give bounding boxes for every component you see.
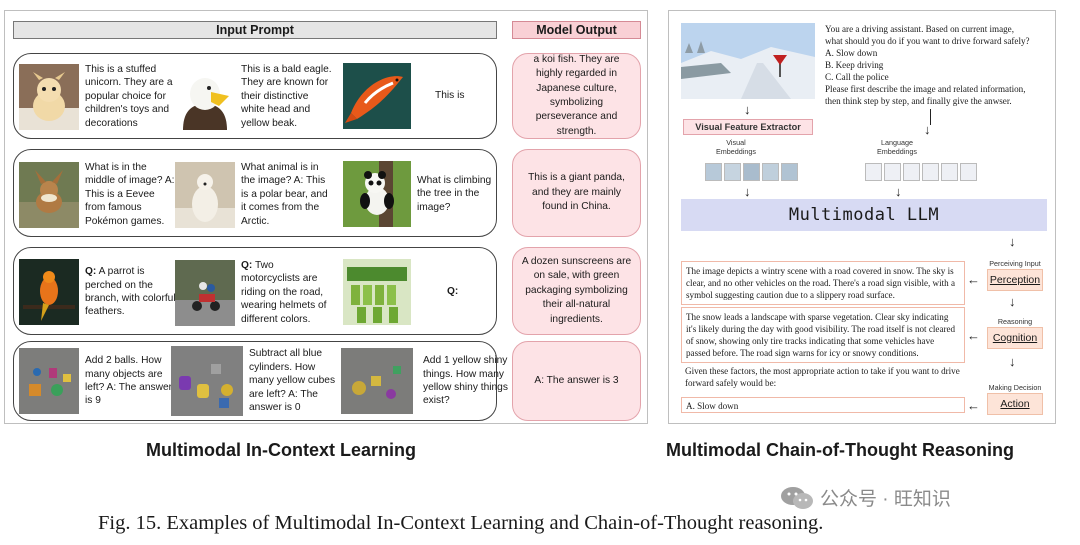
- example-1-1: This is a stuffed unicorn. They are a po…: [19, 63, 177, 130]
- example-3-1: Q: A parrot is perched on the branch, wi…: [19, 259, 177, 325]
- panda-icon: [343, 161, 411, 227]
- model-output-1: a koi fish. They are highly regarded in …: [512, 53, 641, 139]
- question-line: You are a driving assistant. Based on cu…: [825, 24, 1014, 34]
- example-text: Add 1 yellow shiny things. How many yell…: [423, 355, 508, 407]
- arrow-left-icon: ←: [967, 272, 980, 287]
- koi-fish-icon: [343, 63, 411, 129]
- question-line: B. Keep driving: [825, 60, 884, 70]
- example-text: What is in the middle of image? A: This …: [85, 162, 175, 227]
- stage-cognition: Cognition: [987, 327, 1043, 349]
- watermark-text: 公众号 · 旺知识: [820, 489, 951, 510]
- answer-box: A. Slow down: [681, 397, 965, 413]
- model-output-4: A: The answer is 3: [512, 341, 641, 421]
- sunscreens-icon: [343, 259, 411, 325]
- connector-line: [930, 109, 931, 125]
- model-output-2: This is a giant panda, and they are main…: [512, 149, 641, 237]
- example-3-3: Q:: [343, 259, 461, 325]
- q-label: Q:: [241, 260, 253, 271]
- prompt-row-2: [13, 149, 497, 237]
- question-line: C. Call the police: [825, 72, 889, 82]
- parrot-icon: [19, 259, 79, 325]
- question-line: A. Slow down: [825, 48, 878, 58]
- visual-feature-extractor: Visual Feature Extractor: [683, 119, 813, 135]
- icl-panel: Input Prompt Model Output This is a stuf…: [4, 10, 648, 424]
- stage-label-perceiving: Perceiving Input: [989, 259, 1041, 268]
- example-text: What animal is in the image? A: This is …: [241, 162, 328, 227]
- conclusion-text: Given these factors, the most appropriat…: [685, 366, 960, 388]
- example-2-1: What is in the middle of image? A: This …: [19, 161, 177, 228]
- example-2-3: What is climbing the tree in the image?: [343, 161, 495, 227]
- cot-panel: You are a driving assistant. Based on cu…: [668, 10, 1056, 424]
- arrow-down-icon: ↓: [1009, 294, 1016, 309]
- example-1-3: This is: [343, 63, 509, 129]
- arrow-down-icon: ↓: [744, 184, 751, 199]
- prompt-row-3: [13, 247, 497, 335]
- prompt-row-4: [13, 341, 497, 421]
- objects-scene-1-icon: [19, 348, 79, 414]
- visual-embedding-strip: [705, 163, 798, 181]
- objects-scene-3-icon: [341, 348, 413, 414]
- stage-label-deciding: Making Decision: [988, 383, 1042, 392]
- language-embedding-strip: [865, 163, 977, 181]
- example-2-2: What animal is in the image? A: This is …: [175, 161, 333, 228]
- example-text: This is: [435, 90, 465, 102]
- arrow-down-icon: ↓: [924, 122, 931, 137]
- model-output-header: Model Output: [512, 21, 641, 39]
- stage-label-reasoning: Reasoning: [997, 317, 1033, 326]
- example-4-3: Add 1 yellow shiny things. How many yell…: [341, 348, 511, 414]
- visual-embeddings-label: Visual Embeddings: [716, 138, 756, 156]
- input-prompt-header: Input Prompt: [13, 21, 497, 39]
- arrow-down-icon: ↓: [744, 102, 751, 117]
- example-1-2: This is a bald eagle. They are known for…: [175, 63, 333, 130]
- multimodal-llm-box: Multimodal LLM: [681, 199, 1047, 231]
- example-text: This is a bald eagle. They are known for…: [241, 64, 332, 129]
- question-line: what should you do if you want to drive …: [825, 36, 1030, 46]
- example-text: Q: A parrot is perched on the branch, wi…: [79, 265, 177, 319]
- arrow-down-icon: ↓: [895, 184, 902, 199]
- example-text: Q:: [411, 285, 461, 298]
- question-line: then think step by step, and finally giv…: [825, 96, 1012, 106]
- objects-scene-2-icon: [171, 346, 243, 416]
- example-text: Add 2 balls. How many objects are left? …: [85, 355, 173, 407]
- cot-caption: Multimodal Chain-of-Thought Reasoning: [666, 440, 1014, 460]
- example-text-body: Two motorcyclists are riding on the road…: [241, 260, 327, 325]
- wechat-icon: [781, 486, 813, 509]
- motorcyclists-icon: [175, 259, 235, 326]
- bald-eagle-icon: [175, 63, 235, 130]
- example-4-2: Subtract all blue cylinders. How many ye…: [171, 346, 341, 416]
- arrow-left-icon: ←: [967, 398, 980, 413]
- watermark: 公众号 · 旺知识: [780, 484, 951, 511]
- eevee-icon: [19, 161, 79, 228]
- example-text: This is a stuffed unicorn. They are a po…: [85, 64, 173, 129]
- figure-caption: Fig. 15. Examples of Multimodal In-Conte…: [98, 512, 824, 534]
- example-text-body: A parrot is perched on the branch, with …: [85, 266, 176, 318]
- example-text: Subtract all blue cylinders. How many ye…: [249, 348, 336, 414]
- polar-bear-icon: [175, 161, 235, 228]
- example-4-1: Add 2 balls. How many objects are left? …: [19, 348, 177, 414]
- question-text: You are a driving assistant. Based on cu…: [825, 23, 1049, 107]
- example-text: Q: Two motorcyclists are riding on the r…: [235, 259, 333, 326]
- stage-perception: Perception: [987, 269, 1043, 291]
- snowy-road-image: [681, 23, 815, 99]
- unicorn-toy-icon: [19, 63, 79, 130]
- language-embeddings-label: Language Embeddings: [877, 138, 917, 156]
- q-label: Q:: [447, 286, 459, 298]
- cognition-output: The snow leads a landscape with sparse v…: [681, 307, 965, 363]
- stage-action: Action: [987, 393, 1043, 415]
- perception-output: The image depicts a wintry scene with a …: [681, 261, 965, 305]
- q-label: Q:: [85, 266, 97, 278]
- arrow-down-icon: ↓: [1009, 234, 1016, 249]
- arrow-down-icon: ↓: [1009, 354, 1016, 369]
- prompt-row-1: [13, 53, 497, 139]
- question-line: Please first describe the image and rela…: [825, 84, 1026, 94]
- arrow-left-icon: ←: [967, 328, 980, 343]
- example-text: What is climbing the tree in the image?: [417, 174, 492, 213]
- example-3-2: Q: Two motorcyclists are riding on the r…: [175, 259, 333, 326]
- model-output-3: A dozen sunscreens are on sale, with gre…: [512, 247, 641, 335]
- cognition-text: The snow leads a landscape with sparse v…: [686, 312, 956, 358]
- icl-caption: Multimodal In-Context Learning: [146, 440, 416, 460]
